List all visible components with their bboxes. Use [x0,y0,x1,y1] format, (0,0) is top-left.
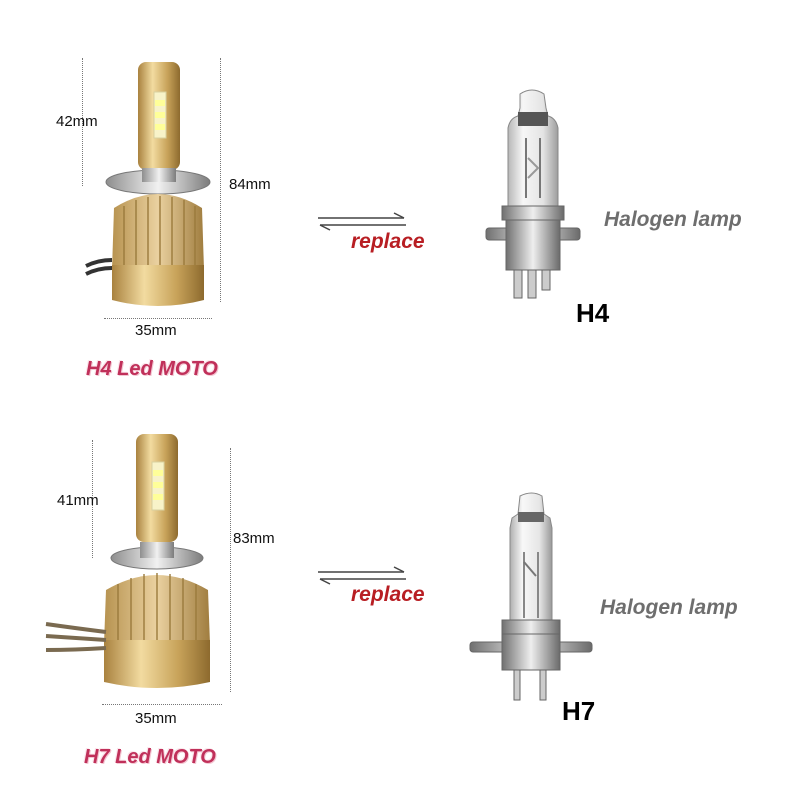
replace-label: replace [351,583,425,606]
total-height-line [230,448,231,692]
led-bulb-h7-image [45,434,210,688]
top-height-line [92,440,93,558]
width-line [102,704,222,705]
halogen-bulb-h7-image [469,492,593,701]
width-label: 35mm [135,322,177,339]
top-height-line [82,58,83,186]
total-height-line [220,58,221,302]
product-title: H7 Led MOTO [84,746,216,768]
total-height-label: 83mm [233,530,275,547]
model-label: H4 [576,298,610,328]
width-line [104,318,212,319]
top-height-label: 42mm [56,113,98,130]
swap-arrows-icon [318,566,406,585]
halogen-label: Halogen lamp [600,596,738,619]
led-bulb-h4-image [85,62,211,306]
model-label: H7 [562,696,596,726]
halogen-bulb-h4-image [485,89,581,299]
width-label: 35mm [135,710,177,727]
top-height-label: 41mm [57,492,99,509]
total-height-label: 84mm [229,176,271,193]
product-title: H4 Led MOTO [86,358,218,380]
swap-arrows-icon [318,212,406,231]
replace-label: replace [351,230,425,253]
halogen-label: Halogen lamp [604,208,742,231]
